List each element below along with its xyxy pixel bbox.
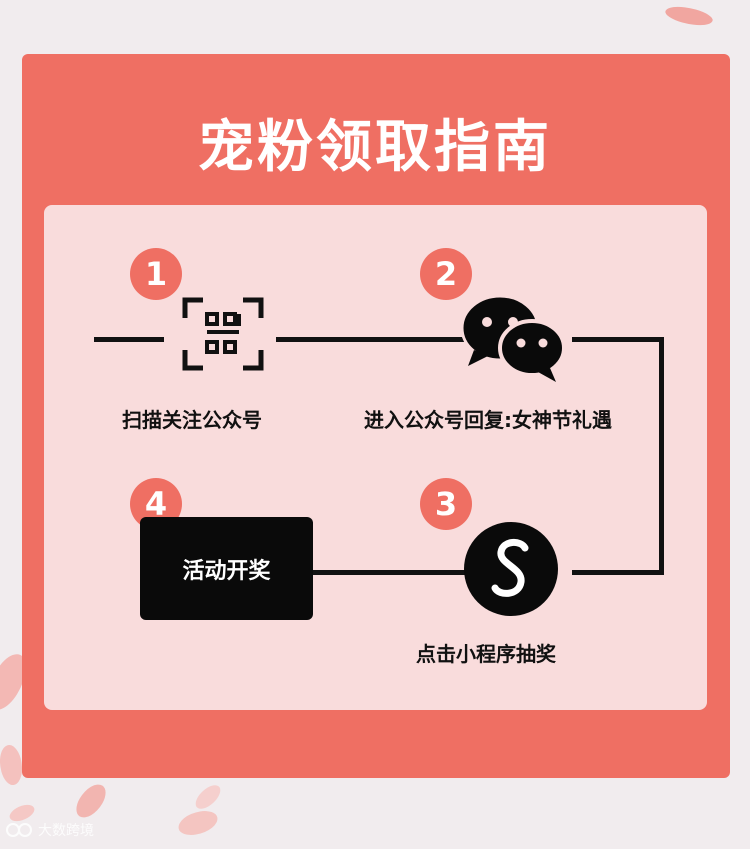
step-label-2: 进入公众号回复:女神节礼遇: [364, 404, 612, 433]
petal-decoration: [72, 779, 110, 823]
petal-decoration: [664, 2, 715, 30]
step-number-3: 3: [420, 478, 472, 530]
step-number-1: 1: [130, 248, 182, 300]
watermark-logo-icon: [6, 822, 34, 838]
flow-line: [276, 337, 464, 342]
flow-line: [659, 337, 664, 575]
flow-line: [572, 570, 664, 575]
step-label-3: 点击小程序抽奖: [416, 638, 556, 667]
wechat-icon: [458, 292, 570, 384]
petal-decoration: [192, 780, 224, 813]
flow-line: [310, 570, 470, 575]
step-label-1: 扫描关注公众号: [122, 404, 262, 433]
step-label-4: 活动开奖: [182, 553, 270, 585]
flow-line: [572, 337, 664, 342]
petal-decoration: [176, 809, 219, 838]
activity-draw-box: 活动开奖: [140, 517, 313, 620]
watermark: 大数跨境: [6, 820, 94, 840]
page-title: 宠粉领取指南: [0, 102, 750, 183]
watermark-text: 大数跨境: [38, 820, 94, 840]
mini-program-icon: [464, 522, 558, 616]
flow-line: [94, 337, 164, 342]
qr-scan-icon: [181, 296, 265, 372]
